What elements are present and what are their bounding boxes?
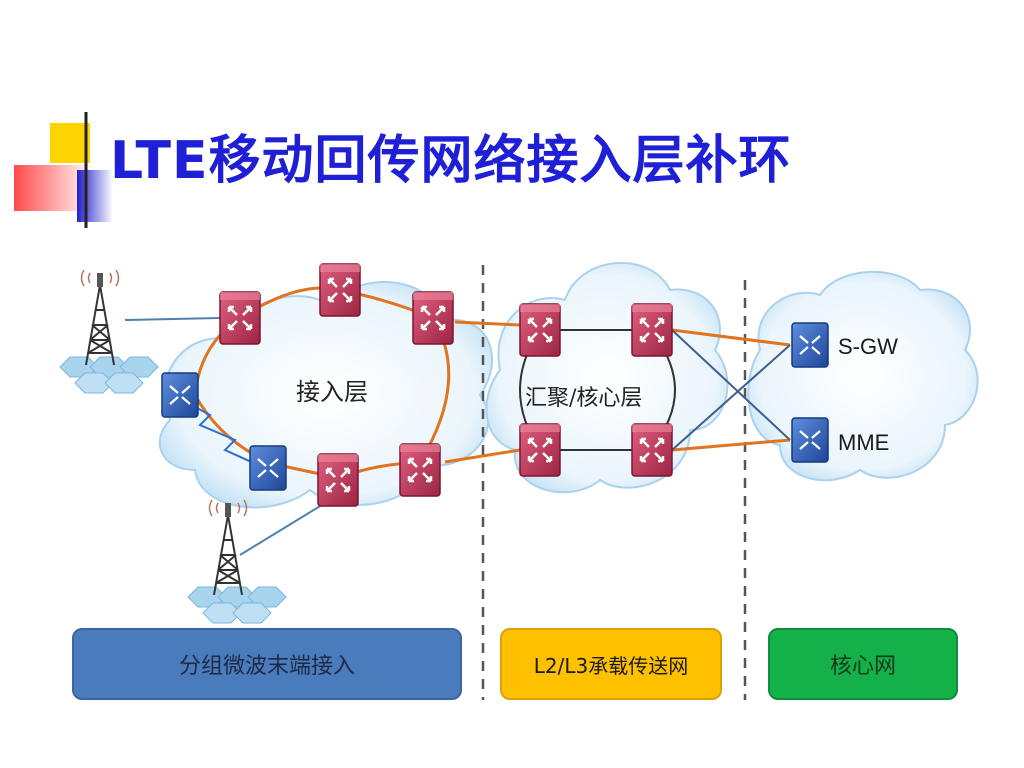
- sgw-switch-icon: [790, 321, 830, 369]
- link-cross-2: [671, 344, 791, 451]
- core-router-2: [630, 302, 674, 358]
- band-l2l3-transport: L2/L3承载传送网: [500, 628, 722, 700]
- sgw-label: S-GW: [838, 334, 898, 359]
- access-router-1: [218, 290, 262, 346]
- yellow-square: [50, 123, 90, 163]
- access-router-5: [316, 452, 360, 508]
- access-router-2: [318, 262, 362, 318]
- link-access-core-bottom: [444, 448, 521, 464]
- mme-label: MME: [838, 430, 890, 455]
- core-ring: [519, 329, 676, 451]
- microwave-switch-1: [160, 371, 200, 419]
- base-station-tower-top: [59, 269, 159, 394]
- link-core-mme: [671, 438, 791, 452]
- core-layer-label: 汇聚/核心层: [525, 386, 643, 411]
- blue-square: [77, 170, 113, 222]
- slide-title: LTE移动回传网络接入层补环: [110, 131, 792, 191]
- network-diagram: [59, 261, 979, 700]
- band-core-network: 核心网: [768, 628, 958, 700]
- access-layer-label: 接入层: [296, 378, 368, 406]
- link-tower2: [239, 499, 331, 556]
- base-station-tower-bottom: [187, 499, 287, 624]
- link-access-core-top: [454, 320, 521, 327]
- core-router-3: [518, 422, 562, 478]
- link-core-sgw: [671, 328, 791, 347]
- mme-switch-icon: [790, 416, 830, 464]
- core-router-1: [518, 302, 562, 358]
- microwave-switch-2: [248, 444, 288, 492]
- band-packet-microwave: 分组微波末端接入: [72, 628, 462, 700]
- access-router-4: [398, 442, 442, 498]
- access-router-3: [411, 290, 455, 346]
- link-tower1: [124, 317, 221, 321]
- microwave-link: [181, 399, 259, 466]
- link-cross-1: [671, 329, 791, 441]
- title-decoration: [14, 112, 960, 228]
- core-router-4: [630, 422, 674, 478]
